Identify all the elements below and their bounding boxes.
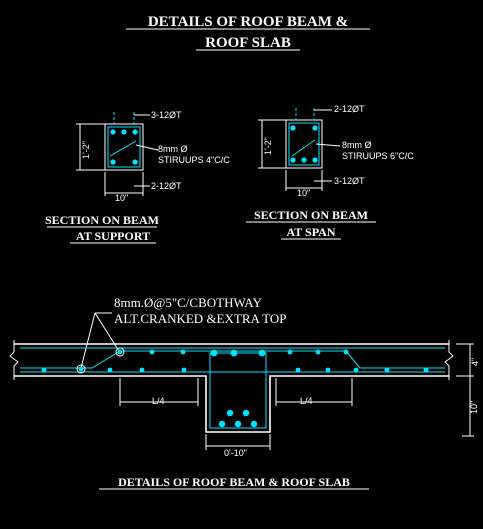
beam-top-bar: [230, 349, 238, 357]
bottom-bar: [290, 157, 296, 163]
caption-span-2: AT SPAN: [286, 225, 335, 239]
width-label: 10": [297, 188, 310, 198]
beam-top-bar: [210, 349, 218, 357]
caption-support-1: SECTION ON BEAM: [45, 213, 159, 227]
stirrup-hook: [291, 139, 316, 157]
stirrup-hook: [109, 140, 137, 157]
beam-bottom-bar: [218, 420, 226, 428]
slab-bar: [315, 349, 321, 355]
right-length-label: L/4: [300, 396, 313, 406]
section-at-support: 3-12ØT 8mm Ø STIRUUPS 4"C/C 2-12ØT 1'-2"…: [45, 110, 230, 244]
stirrup-label-2: STIRUUPS 6"C/C: [342, 151, 414, 161]
slab-bar: [107, 367, 113, 373]
beam-drop-label: 10": [469, 401, 479, 414]
bottom-bar: [132, 159, 138, 165]
beam-stirrup: [209, 352, 267, 429]
roof-slab-section: 8mm.Ø@5"C/CBOTHWAY ALT.CRANKED &EXTRA TO…: [9, 295, 480, 490]
top-bar: [121, 129, 127, 135]
note-marker: [76, 364, 86, 374]
bottom-bars-label: 3-12ØT: [334, 176, 365, 186]
title-line-1: DETAILS OF ROOF BEAM &: [148, 14, 348, 30]
top-bars-label: 3-12ØT: [151, 110, 182, 120]
bottom-bar: [312, 157, 318, 163]
stirrup-label-1: 8mm Ø: [342, 140, 372, 150]
slab-bar: [117, 349, 123, 355]
stirrup-label-1: 8mm Ø: [158, 144, 188, 154]
section-at-span: 2-12ØT 8mm Ø STIRUUPS 6"C/C 3-12ØT 1'-2"…: [246, 104, 414, 240]
beam-top-bar: [258, 349, 266, 357]
beam-bottom-bar: [250, 420, 258, 428]
slab-bar: [78, 366, 84, 372]
slab-bar: [287, 349, 293, 355]
depth-label: 1'-2": [263, 137, 273, 155]
stirrup: [107, 126, 141, 168]
reinforcement-note-2: ALT.CRANKED &EXTRA TOP: [114, 311, 287, 326]
beam-bottom-bar: [242, 409, 250, 417]
slab-bar: [325, 367, 331, 373]
slab-bar: [41, 367, 47, 373]
top-bar: [290, 125, 296, 131]
note-leader: [80, 312, 96, 369]
leader-line: [315, 143, 341, 147]
bottom-bars-label: 2-12ØT: [151, 181, 182, 191]
caption-span-1: SECTION ON BEAM: [254, 208, 368, 222]
caption-support-2: AT SUPPORT: [76, 229, 150, 243]
top-bar: [110, 129, 116, 135]
slab-bar: [343, 349, 349, 355]
note-marker: [115, 347, 125, 357]
break-line-right: [444, 340, 454, 380]
slab-bar: [353, 367, 359, 373]
top-bars-label: 2-12ØT: [334, 104, 365, 114]
width-label: 10": [115, 193, 128, 203]
bottom-bar: [301, 157, 307, 163]
reinforcement-note-1: 8mm.Ø@5"C/CBOTHWAY: [114, 295, 263, 310]
slab-bottom-edge: [14, 375, 449, 433]
beam-width-label: 0'-10": [224, 448, 247, 458]
slab-bar: [181, 367, 187, 373]
title-line-2: ROOF SLAB: [205, 35, 291, 51]
bottom-bar: [110, 159, 116, 165]
slab-thickness-label: 4": [470, 358, 480, 366]
depth-label: 1'-2": [81, 141, 91, 159]
slab-bar: [149, 349, 155, 355]
beam-bottom-bar: [226, 409, 234, 417]
leader-line: [135, 144, 159, 151]
slab-bar: [180, 349, 186, 355]
slab-bar: [384, 367, 390, 373]
break-line-left: [9, 340, 19, 380]
beam-bottom-bar: [234, 420, 242, 428]
stirrup-label-2: STIRUUPS 4"C/C: [158, 155, 230, 165]
slab-bar: [139, 367, 145, 373]
top-bar: [312, 125, 318, 131]
slab-caption: DETAILS OF ROOF BEAM & ROOF SLAB: [118, 475, 350, 489]
slab-bar: [423, 367, 429, 373]
left-length-label: L/4: [152, 396, 165, 406]
slab-bar: [295, 367, 301, 373]
top-bar: [132, 129, 138, 135]
